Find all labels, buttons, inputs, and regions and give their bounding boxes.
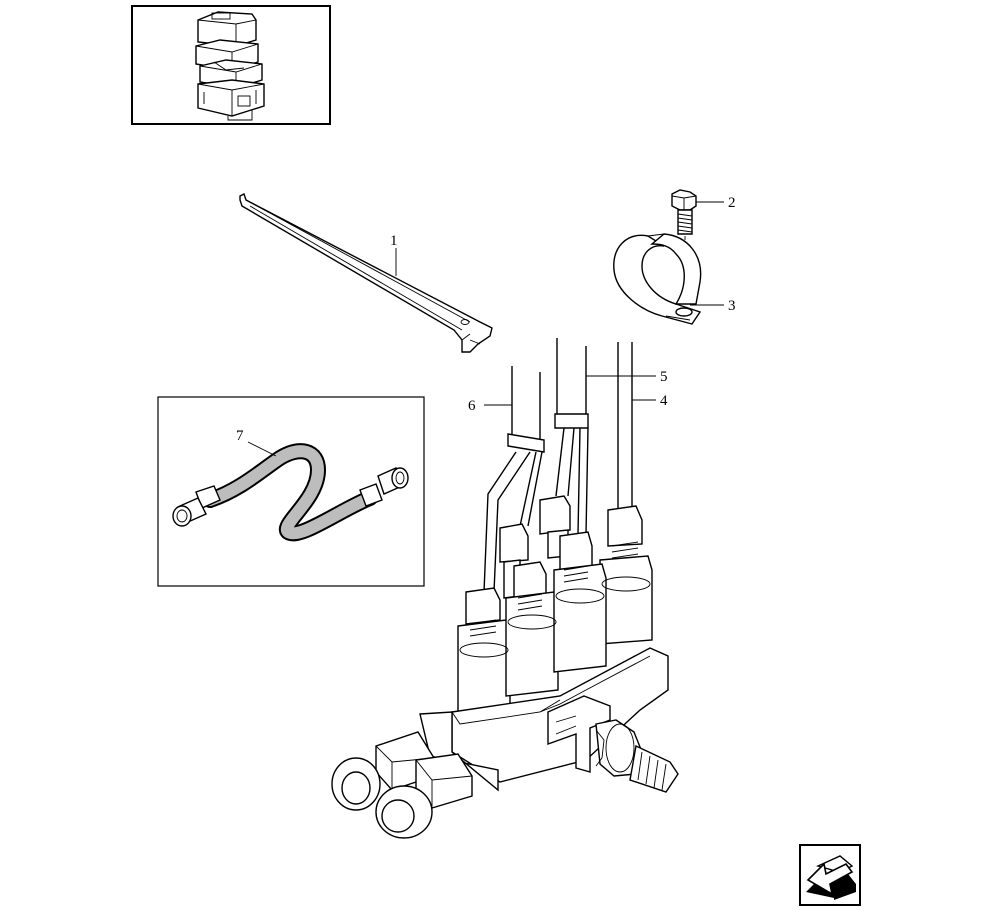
part-distributor-block <box>331 338 679 839</box>
callout-5[interactable]: 5 <box>660 369 668 385</box>
callout-3[interactable]: 3 <box>728 298 736 314</box>
callout-2[interactable]: 2 <box>728 195 736 211</box>
callout-6[interactable]: 6 <box>468 398 476 414</box>
part-p-clamp <box>613 233 702 325</box>
leader-lines <box>247 201 724 457</box>
assembly-thumbnail[interactable] <box>131 5 331 125</box>
assembly-thumbnail-icon <box>195 11 265 121</box>
part-hose-inset <box>157 396 425 587</box>
part-cable-tie <box>239 193 493 353</box>
callout-7[interactable]: 7 <box>236 428 244 444</box>
back-nav-button[interactable] <box>799 844 861 906</box>
callout-1[interactable]: 1 <box>390 233 398 249</box>
arrow-back-icon <box>806 855 856 900</box>
callout-4[interactable]: 4 <box>660 393 668 409</box>
